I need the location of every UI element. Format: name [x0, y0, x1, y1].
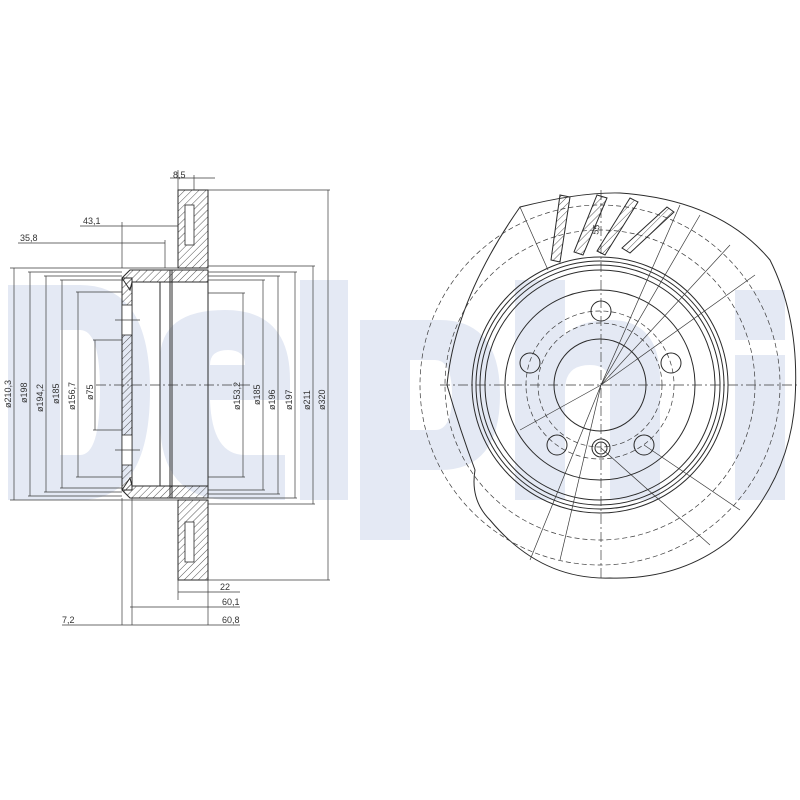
dia-label: ø198	[19, 382, 29, 403]
right-diameter-labels: ø153,2 ø185 ø196 ø197 ø211 ø320	[232, 382, 327, 410]
dim-friction-width: 22	[220, 582, 230, 592]
dim-hat-depth-inner: 35,8	[20, 233, 38, 243]
dia-label: ø185	[252, 384, 262, 405]
right-diameter-lines	[208, 189, 330, 581]
bolt-holes	[519, 300, 682, 456]
dim-height-inner: 60,1	[222, 597, 240, 607]
dia-label: ø210,3	[3, 380, 13, 408]
construction-lines	[519, 204, 756, 561]
dia-label: ø211	[302, 390, 312, 410]
dia-label: ø196	[267, 389, 277, 410]
dim-height-total: 60,8	[222, 615, 240, 625]
dia-label: ø194,2	[35, 384, 45, 412]
left-diameter-labels: ø210,3 ø198 ø194,2 ø185 ø156,7 ø75	[3, 380, 95, 412]
dim-top-width: 8,5	[173, 170, 186, 180]
dia-label: ø153,2	[232, 382, 242, 410]
dia-label: ø197	[284, 389, 294, 410]
front-view: 55	[419, 190, 800, 580]
dia-label: ø320	[317, 389, 327, 410]
left-diameter-lines	[10, 267, 178, 501]
dim-flange-thickness: 7,2	[62, 615, 75, 625]
vane-angle-label: 55	[590, 224, 602, 236]
dim-hat-depth-outer: 43,1	[83, 216, 101, 226]
axial-dimension-lines	[18, 170, 240, 626]
dia-label: ø185	[51, 383, 61, 404]
cooling-vanes	[550, 194, 675, 263]
dia-label: ø156,7	[67, 382, 77, 410]
dia-label: ø75	[85, 384, 95, 400]
section-view: 8,5 43,1 35,8 22 60,1 60,8 7,2 ø210,3 ø1…	[3, 170, 330, 626]
